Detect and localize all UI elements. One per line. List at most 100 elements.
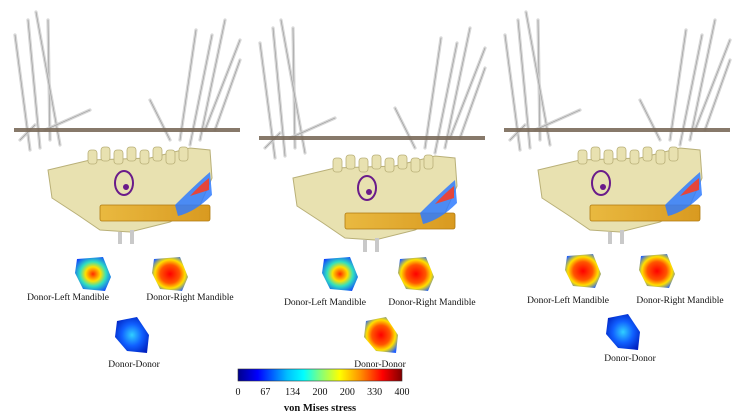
stress-contact-patch (398, 257, 434, 291)
colorbar-title: von Mises stress (284, 403, 356, 414)
muscle-fiber-edge (704, 59, 731, 131)
tooth (590, 146, 601, 162)
occlusal-plate (504, 128, 730, 132)
muscle-fiber-edge (444, 27, 471, 149)
muscle-fiber-edge (27, 19, 41, 149)
panel-2: Donor-Left Mandible Donor-Right MandibleD… (258, 18, 487, 370)
marker-ring (357, 175, 377, 201)
tooth (384, 157, 395, 173)
marker-ring (114, 170, 134, 196)
tooth (616, 146, 627, 162)
muscle-fiber-edge (694, 39, 731, 131)
muscle-fiber-edge (189, 34, 213, 146)
muscle-fiber-edge (214, 59, 241, 131)
muscle-fiber-edge (199, 19, 226, 141)
label-right: Donor-Right Mandible (388, 298, 475, 308)
tooth (139, 149, 150, 165)
stress-hotspot-right (435, 186, 454, 204)
muscle-fiber-edge (669, 29, 687, 141)
muscle-fiber-edge (289, 117, 336, 139)
tooth (165, 149, 176, 165)
stress-contact-patch (606, 314, 640, 350)
label-left: Donor-Left Mandible (527, 295, 609, 306)
muscle-fiber-edge (509, 124, 526, 141)
muscle-fiber-edge (394, 107, 416, 149)
tooth (410, 157, 421, 173)
label-donor: Donor-Donor (354, 360, 406, 370)
tooth (423, 154, 434, 170)
muscle-fiber-edge (679, 34, 703, 146)
tooth (358, 157, 369, 173)
tooth (126, 146, 137, 162)
stress-contact-patch (565, 254, 601, 288)
colorbar: 0 67 134 200 200 330 400 von Mises stress (236, 368, 410, 414)
hyoid-strut (375, 238, 379, 252)
muscle-fiber-edge (280, 19, 306, 154)
muscle-fiber-edge (424, 37, 442, 149)
tooth (655, 149, 666, 165)
muscle-fiber-edge (149, 99, 171, 141)
marker-ring (591, 170, 611, 196)
occlusal-plate (259, 136, 485, 140)
colorbar-tick-label: 200 (340, 387, 355, 398)
tooth (577, 149, 588, 165)
stress-hotspot-right (190, 178, 209, 196)
stress-contact-patch (115, 317, 149, 353)
label-right: Donor-Right Mandible (146, 293, 233, 303)
muscle-fiber-edge (534, 109, 581, 131)
muscle-fiber-edge (459, 67, 486, 139)
colorbar-tick-label: 0 (236, 387, 241, 398)
muscle-fiber-edge (204, 39, 241, 131)
tooth (642, 146, 653, 162)
tooth (332, 157, 343, 173)
muscle-fiber-edge (525, 11, 551, 146)
colorbar-tick-label: 67 (260, 387, 270, 398)
tooth (371, 154, 382, 170)
stress-contact-patch (75, 257, 111, 291)
colorbar-tick-label: 200 (313, 387, 328, 398)
hyoid-strut (130, 230, 134, 244)
muscle-fiber-edge (264, 132, 281, 149)
hyoid-strut (363, 240, 367, 252)
label-donor: Donor-Donor (108, 360, 160, 370)
colorbar-tick-label: 400 (395, 387, 410, 398)
muscle-fiber-edge (449, 47, 486, 139)
muscle-fiber-edge (35, 11, 61, 146)
hyoid-strut (118, 232, 122, 244)
colorbar-tick-label: 134 (285, 387, 300, 398)
colorbar-ticks: 0 67 134 200 200 330 400 (236, 387, 410, 398)
tooth (603, 149, 614, 165)
label-left: Donor-Left Mandible (284, 297, 366, 308)
marker-dot (366, 189, 372, 195)
muscle-fiber-edge (639, 99, 661, 141)
marker-dot (600, 184, 606, 190)
muscle-fiber-edge (179, 29, 197, 141)
muscle-fiber-edge (272, 27, 286, 157)
tooth (397, 154, 408, 170)
muscle-fiber-edge (517, 19, 531, 149)
tooth (345, 154, 356, 170)
muscle-fiber-edge (19, 124, 36, 141)
stress-contact-patch (364, 317, 398, 353)
tooth (152, 146, 163, 162)
tooth (113, 149, 124, 165)
marker-dot (123, 184, 129, 190)
stress-contact-patch (639, 254, 675, 288)
muscle-fiber-edge (689, 19, 716, 141)
colorbar-tick-label: 330 (367, 387, 382, 398)
occlusal-plate (14, 128, 240, 132)
stress-contact-patch (322, 257, 358, 291)
tooth (100, 146, 111, 162)
tooth (668, 146, 679, 162)
muscle-fiber-edge (434, 42, 458, 154)
hyoid-strut (620, 230, 624, 244)
label-right: Donor-Right Mandible (636, 296, 723, 306)
colorbar-gradient (237, 368, 403, 382)
tooth (178, 146, 189, 162)
tooth (87, 149, 98, 165)
hyoid-strut (608, 232, 612, 244)
label-donor: Donor-Donor (604, 354, 656, 364)
